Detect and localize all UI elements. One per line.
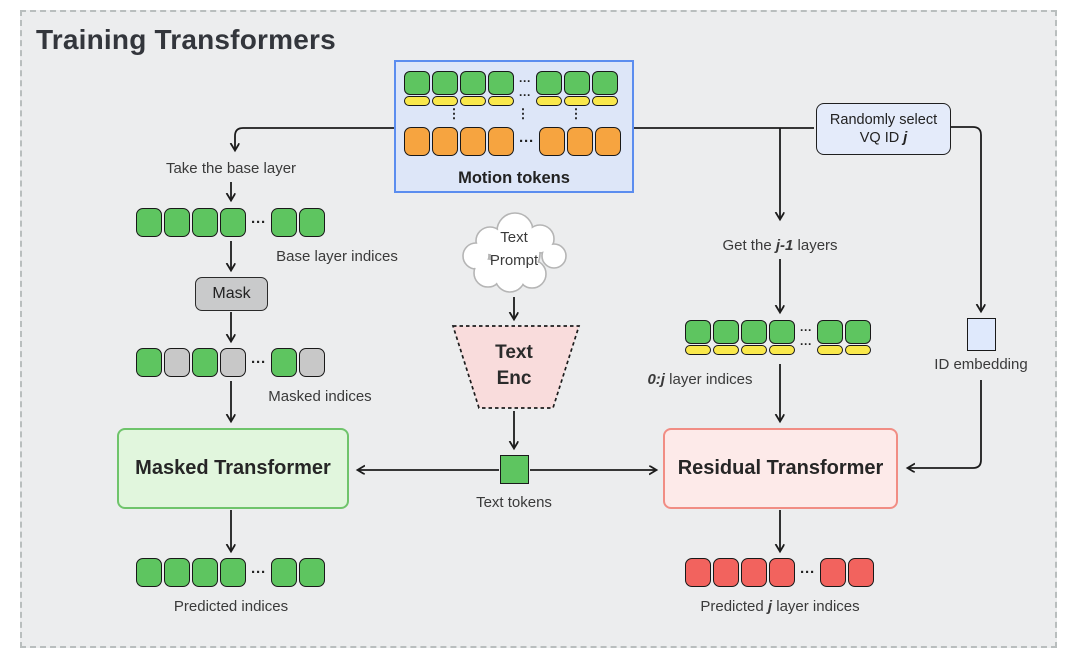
motion-tokens-label: Motion tokens bbox=[458, 169, 570, 187]
green-token bbox=[299, 208, 325, 237]
ellipsis-dots: ··· bbox=[251, 214, 266, 231]
predicted-j-token-row: ··· bbox=[685, 558, 874, 587]
orange-token bbox=[567, 127, 593, 156]
ellipsis-dots: ··· bbox=[800, 564, 815, 581]
vertical-dots: ⋮ bbox=[447, 106, 461, 121]
green-token bbox=[299, 558, 325, 587]
zero-j-token-row: ······ bbox=[685, 320, 871, 355]
take-base-layer-label: Take the base layer bbox=[165, 160, 297, 177]
ellipsis-dots: ··· bbox=[251, 354, 266, 371]
predicted-indices-label: Predicted indices bbox=[173, 598, 289, 615]
orange-token bbox=[404, 127, 430, 156]
green-token bbox=[432, 71, 458, 106]
base-layer-indices-label: Base layer indices bbox=[276, 248, 398, 265]
orange-token bbox=[460, 127, 486, 156]
motion-token-row-bottom: ··· bbox=[404, 127, 621, 156]
ellipsis-dots: ··· bbox=[519, 133, 534, 150]
masked-transformer-box: Masked Transformer bbox=[117, 428, 349, 509]
green-token bbox=[192, 348, 218, 377]
green-token bbox=[192, 558, 218, 587]
ellipsis-dots: ······ bbox=[519, 74, 531, 102]
randomly-select-line2: VQ ID j bbox=[859, 130, 908, 146]
ellipsis-dots: ··· bbox=[251, 564, 266, 581]
green-token bbox=[769, 320, 795, 355]
zero-j-indices-label: 0:j layer indices bbox=[647, 371, 753, 388]
green-token bbox=[713, 320, 739, 355]
green-token bbox=[460, 71, 486, 106]
green-token bbox=[136, 348, 162, 377]
green-token bbox=[741, 320, 767, 355]
green-token bbox=[271, 558, 297, 587]
mask-box: Mask bbox=[195, 277, 268, 311]
green-token bbox=[271, 348, 297, 377]
green-token bbox=[136, 558, 162, 587]
green-token bbox=[220, 208, 246, 237]
predicted-token-row: ··· bbox=[136, 558, 325, 587]
randomly-select-line1: Randomly select bbox=[829, 111, 938, 128]
text-tokens-label: Text tokens bbox=[476, 494, 552, 511]
green-token bbox=[164, 558, 190, 587]
orange-token bbox=[432, 127, 458, 156]
red-token bbox=[769, 558, 795, 587]
masked-indices-label: Masked indices bbox=[268, 388, 372, 405]
residual-transformer-box: Residual Transformer bbox=[663, 428, 898, 509]
green-token bbox=[564, 71, 590, 106]
base-layer-token-row: ··· bbox=[136, 208, 325, 237]
green-token bbox=[488, 71, 514, 106]
orange-token bbox=[595, 127, 621, 156]
green-token bbox=[220, 558, 246, 587]
green-token bbox=[404, 71, 430, 106]
figure-title: Training Transformers bbox=[36, 24, 336, 55]
get-layers-label: Get the j-1 layers bbox=[722, 237, 838, 254]
gray-token bbox=[220, 348, 246, 377]
green-token bbox=[164, 208, 190, 237]
gray-token bbox=[299, 348, 325, 377]
id-embedding-square bbox=[967, 318, 996, 351]
text-token-square bbox=[500, 455, 529, 484]
motion-token-row-top: ······ bbox=[404, 71, 618, 106]
red-token bbox=[848, 558, 874, 587]
ellipsis-dots: ······ bbox=[800, 323, 812, 351]
green-token bbox=[845, 320, 871, 355]
orange-token bbox=[539, 127, 565, 156]
red-token bbox=[741, 558, 767, 587]
red-token bbox=[820, 558, 846, 587]
green-token bbox=[817, 320, 843, 355]
vertical-dots: ⋮ bbox=[516, 106, 530, 121]
green-token bbox=[271, 208, 297, 237]
vertical-dots: ⋮ bbox=[569, 106, 583, 121]
gray-token bbox=[164, 348, 190, 377]
green-token bbox=[192, 208, 218, 237]
red-token bbox=[685, 558, 711, 587]
green-token bbox=[592, 71, 618, 106]
green-token bbox=[536, 71, 562, 106]
predicted-j-indices-label: Predicted j layer indices bbox=[700, 598, 860, 615]
red-token bbox=[713, 558, 739, 587]
green-token bbox=[685, 320, 711, 355]
id-embedding-label: ID embedding bbox=[934, 356, 1028, 373]
green-token bbox=[136, 208, 162, 237]
masked-token-row: ··· bbox=[136, 348, 325, 377]
orange-token bbox=[488, 127, 514, 156]
randomly-select-box: Randomly select VQ ID j bbox=[816, 103, 951, 155]
